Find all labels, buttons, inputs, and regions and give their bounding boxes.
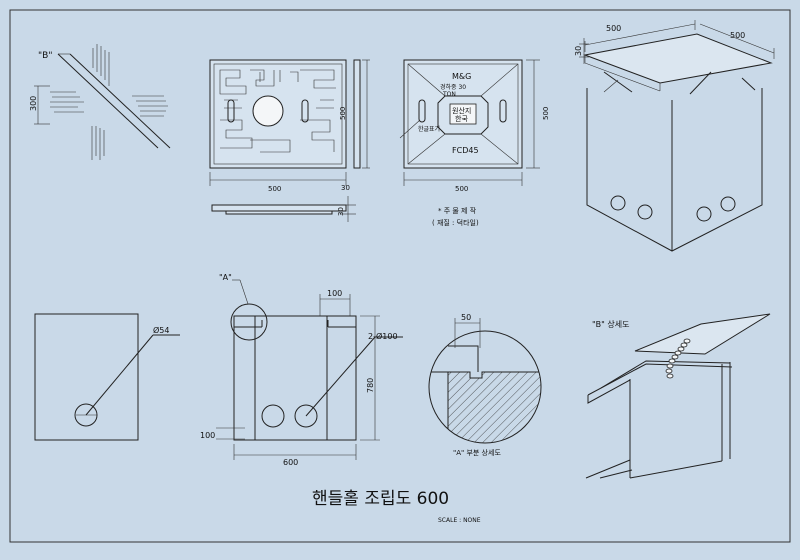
- detail-a-view: 50 "A" 부분 상세도: [428, 313, 542, 457]
- origin-line1: 원산지: [452, 106, 471, 115]
- front-hole-label: 2-Ø100: [368, 331, 398, 341]
- cover-plan-width: 500: [268, 185, 281, 193]
- detail-a-caption: "A" 부분 상세도: [453, 448, 501, 457]
- dim-300-label: 300: [29, 96, 38, 111]
- callout-b: "B": [38, 51, 52, 61]
- detail-a-dim-50: 50: [461, 313, 471, 322]
- drawing-title: 핸들홀 조립도 600: [312, 489, 449, 509]
- cover-back-height: 500: [542, 107, 550, 120]
- spec-text: FCD45: [452, 146, 479, 155]
- material-note: ( 재질 : 덕타일): [432, 218, 479, 227]
- front-dim-100-left: 100: [200, 431, 215, 440]
- front-dim-100-top: 100: [327, 289, 342, 298]
- isometric-box: 500 500 30: [574, 20, 775, 252]
- cover-plan-height: 500: [339, 107, 347, 120]
- cover-plan-side-30: 30: [341, 184, 350, 192]
- iso-dim-a: 500: [606, 24, 621, 33]
- iso-dim-b: 500: [730, 31, 745, 40]
- brand-text: M&G: [452, 72, 471, 81]
- casting-note: * 주 물 제 작: [438, 206, 477, 215]
- iso-dim-thick: 30: [574, 46, 583, 56]
- callout-a: "A": [219, 273, 232, 282]
- view-b-hatch: "B" 300: [29, 44, 171, 160]
- front-dim-600: 600: [283, 458, 298, 467]
- cover-side-30: 30: [337, 207, 345, 216]
- side-view: Ø54: [34, 313, 180, 441]
- cover-side-profile: 500: [339, 59, 370, 169]
- front-view: "A" 2-Ø100 100 780 100 600: [200, 273, 403, 467]
- cover-plan-view: 500 30: [209, 59, 350, 193]
- detail-b-caption: "B" 상세도: [592, 319, 629, 329]
- cover-edge-profile: 30: [211, 196, 356, 222]
- cover-back-view: M&G 경하중 30 TON 원산지 한국 FCD45 한글표기 500 500…: [399, 59, 550, 227]
- load-line2: TON: [442, 91, 456, 98]
- cover-back-width: 500: [455, 185, 468, 193]
- front-dim-780: 780: [366, 378, 375, 393]
- sheet-border: [9, 9, 791, 543]
- detail-b-view: "B" 상세도: [585, 313, 771, 479]
- origin-line2: 한국: [455, 115, 468, 123]
- side-hole-label: Ø54: [153, 325, 169, 335]
- scale-note: SCALE : NONE: [438, 517, 481, 524]
- load-line1: 경하중 30: [440, 83, 466, 91]
- korean-label-note: 한글표기: [418, 125, 440, 133]
